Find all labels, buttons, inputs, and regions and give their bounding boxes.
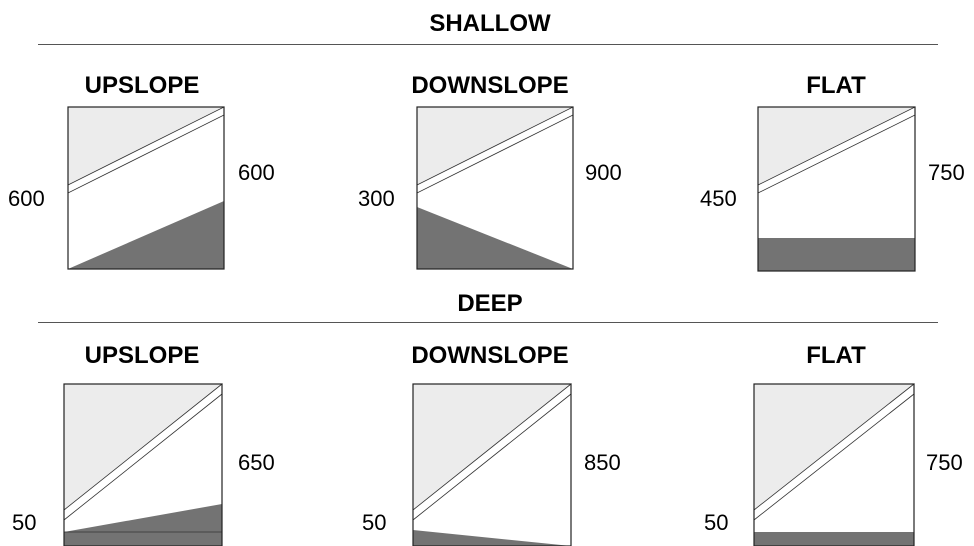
panel-shallow-flat xyxy=(757,106,916,272)
panel-frame xyxy=(753,383,915,546)
value-deep-flat-right: 750 xyxy=(926,450,963,475)
panel-deep-upslope xyxy=(63,383,223,546)
panel-deep-flat xyxy=(753,383,915,546)
value-shallow-upslope-left: 600 xyxy=(8,186,45,211)
panel-frame xyxy=(63,383,223,546)
section-title-deep: DEEP xyxy=(457,290,523,317)
value-shallow-upslope-right: 600 xyxy=(238,160,275,185)
section-divider-deep xyxy=(38,322,938,323)
value-deep-flat-left: 50 xyxy=(704,510,729,535)
value-deep-downslope-left: 50 xyxy=(362,510,387,535)
value-shallow-downslope-left: 300 xyxy=(358,186,395,211)
lower-region xyxy=(758,238,915,271)
value-shallow-flat-left: 450 xyxy=(700,186,737,211)
panel-frame xyxy=(416,106,574,270)
section-title-shallow: SHALLOW xyxy=(429,10,551,37)
lower-region xyxy=(754,532,914,546)
panel-title-deep-downslope: DOWNSLOPE xyxy=(411,342,569,369)
panel-title-shallow-upslope: UPSLOPE xyxy=(84,72,200,99)
value-shallow-downslope-right: 900 xyxy=(585,160,622,185)
panel-title-shallow-downslope: DOWNSLOPE xyxy=(411,72,569,99)
value-shallow-flat-right: 750 xyxy=(928,160,965,185)
panel-title-shallow-flat: FLAT xyxy=(806,72,866,99)
panel-frame xyxy=(67,106,225,270)
lower-region xyxy=(417,207,573,269)
panel-deep-downslope xyxy=(412,383,572,546)
panel-title-deep-flat: FLAT xyxy=(806,342,866,369)
lower-region xyxy=(64,504,222,546)
value-deep-upslope-left: 50 xyxy=(12,510,37,535)
panel-shallow-upslope xyxy=(67,106,225,270)
lower-region xyxy=(68,201,224,269)
panel-frame xyxy=(757,106,916,272)
value-deep-upslope-right: 650 xyxy=(238,450,275,475)
lower-region xyxy=(413,530,571,546)
panel-title-deep-upslope: UPSLOPE xyxy=(84,342,200,369)
panel-frame xyxy=(412,383,572,546)
panel-shallow-downslope xyxy=(416,106,574,270)
value-deep-downslope-right: 850 xyxy=(584,450,621,475)
section-divider-shallow xyxy=(38,44,938,45)
